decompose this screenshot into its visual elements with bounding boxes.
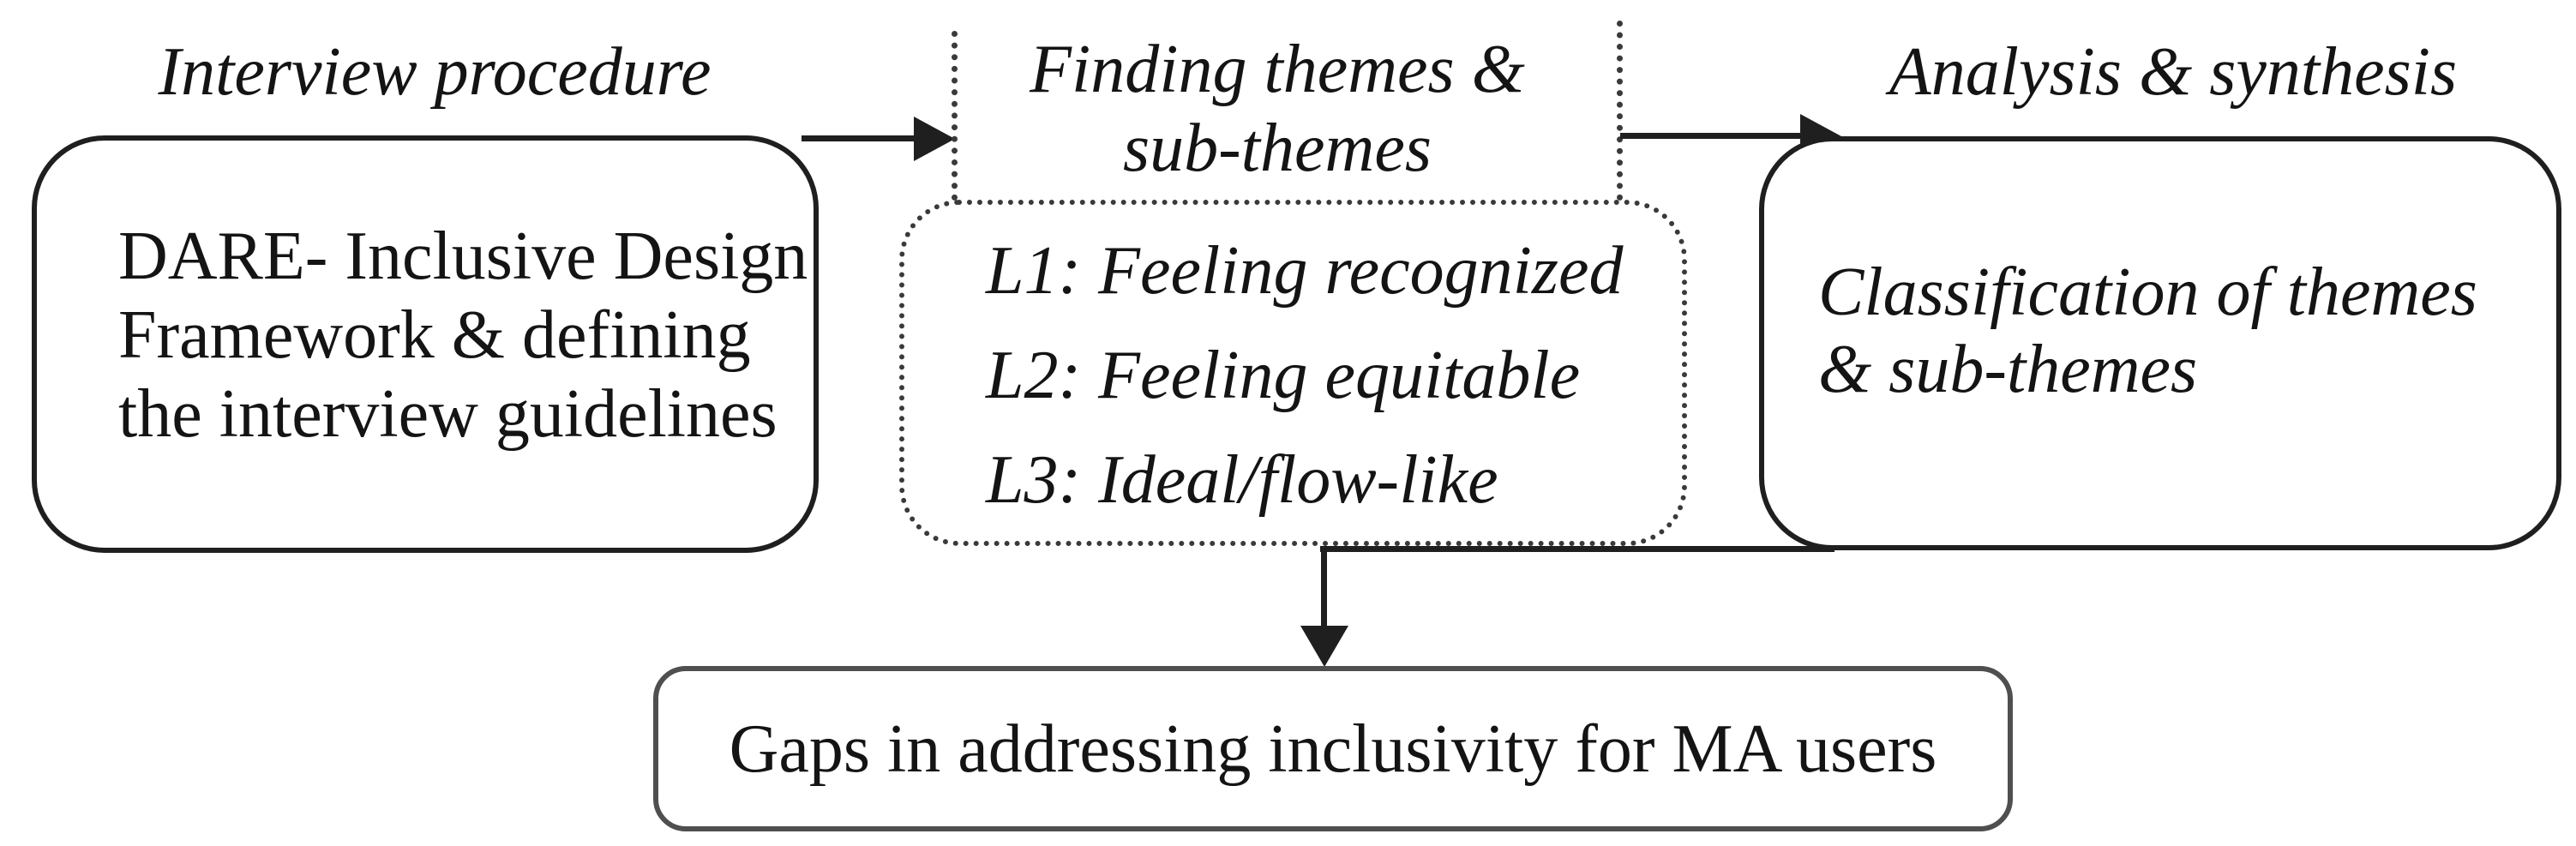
dotted-guide-left — [952, 31, 958, 201]
arrow-themes-to-analysis-shaft — [1620, 133, 1802, 139]
finding-themes-heading-line1: Finding themes & — [1030, 32, 1525, 107]
arrowhead-right-icon — [914, 117, 955, 161]
analysis-box-line2: & sub-themes — [1818, 332, 2198, 407]
dotted-guide-right — [1617, 21, 1623, 201]
theme-level-item-l3: L3: Ideal/flow-like — [986, 442, 1498, 518]
analysis-box-text: Classification of themes & sub-themes — [1818, 254, 2477, 408]
theme-level-list: L1: Feeling recognized L2: Feeling equit… — [986, 219, 1624, 532]
theme-level-item-l2: L2: Feeling equitable — [986, 338, 1581, 413]
gaps-result-text: Gaps in addressing inclusivity for MA us… — [729, 711, 1937, 787]
finding-themes-heading: Finding themes & sub-themes — [977, 30, 1577, 188]
interview-procedure-heading: Interview procedure — [158, 34, 712, 110]
analysis-box-line1: Classification of themes — [1818, 255, 2477, 330]
interview-box-text: DARE- Inclusive Design Framework & defin… — [118, 217, 808, 453]
interview-box-line1: DARE- Inclusive Design — [118, 219, 808, 294]
interview-box-line3: the interview guidelines — [118, 376, 778, 452]
interview-box: DARE- Inclusive Design Framework & defin… — [32, 135, 819, 553]
sub-themes-dotted-box — [899, 200, 1687, 546]
analysis-box: Classification of themes & sub-themes — [1759, 136, 2561, 550]
analysis-synthesis-heading: Analysis & synthesis — [1888, 34, 2458, 110]
interview-box-line2: Framework & defining — [118, 297, 751, 373]
gaps-result-box: Gaps in addressing inclusivity for MA us… — [653, 666, 2013, 831]
finding-themes-heading-line2: sub-themes — [1123, 111, 1432, 186]
down-arrow-shaft — [1321, 549, 1327, 630]
connector-analysis-to-down-arrow — [1320, 546, 1834, 552]
theme-level-item-l1: L1: Feeling recognized — [986, 233, 1624, 309]
arrow-interview-to-themes-shaft — [802, 135, 922, 141]
arrowhead-down-icon — [1300, 626, 1348, 667]
